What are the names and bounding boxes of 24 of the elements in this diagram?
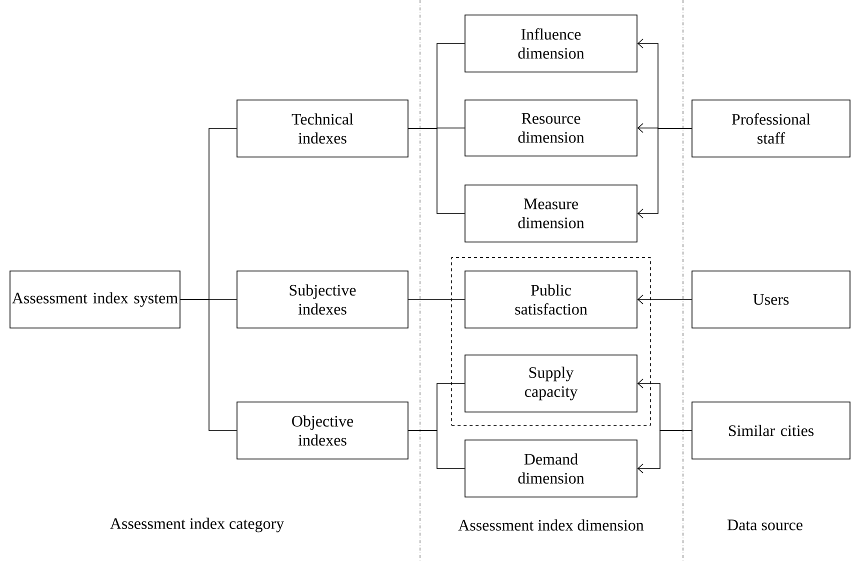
source-box: Professional staff xyxy=(692,100,850,158)
connector xyxy=(637,430,692,474)
index-box: Technical indexes xyxy=(236,100,408,158)
index-box: Influence dimension xyxy=(464,14,638,72)
connector xyxy=(637,294,692,304)
column-label: Assessment index category xyxy=(110,518,284,532)
index-box: Demand dimension xyxy=(464,440,638,498)
index-box: Measure dimension xyxy=(464,184,638,242)
source-box: Similar cities xyxy=(692,402,850,460)
group-frame xyxy=(451,257,651,426)
index-box: Public satisfaction xyxy=(464,270,638,328)
column-label: Assessment index dimension xyxy=(458,519,644,531)
index-box: Subjective indexes xyxy=(236,270,408,328)
index-box: Resource dimension xyxy=(464,100,638,156)
index-box: Objective indexes xyxy=(236,402,408,460)
connector xyxy=(637,128,692,218)
source-box: Users xyxy=(692,270,850,328)
connector xyxy=(408,128,465,214)
connector xyxy=(408,299,465,300)
index-box: Assessment index system xyxy=(10,270,180,328)
connector xyxy=(408,430,465,469)
index-box: Supply capacity xyxy=(464,354,638,412)
connector xyxy=(180,299,238,431)
column-label: Data source xyxy=(727,520,802,530)
